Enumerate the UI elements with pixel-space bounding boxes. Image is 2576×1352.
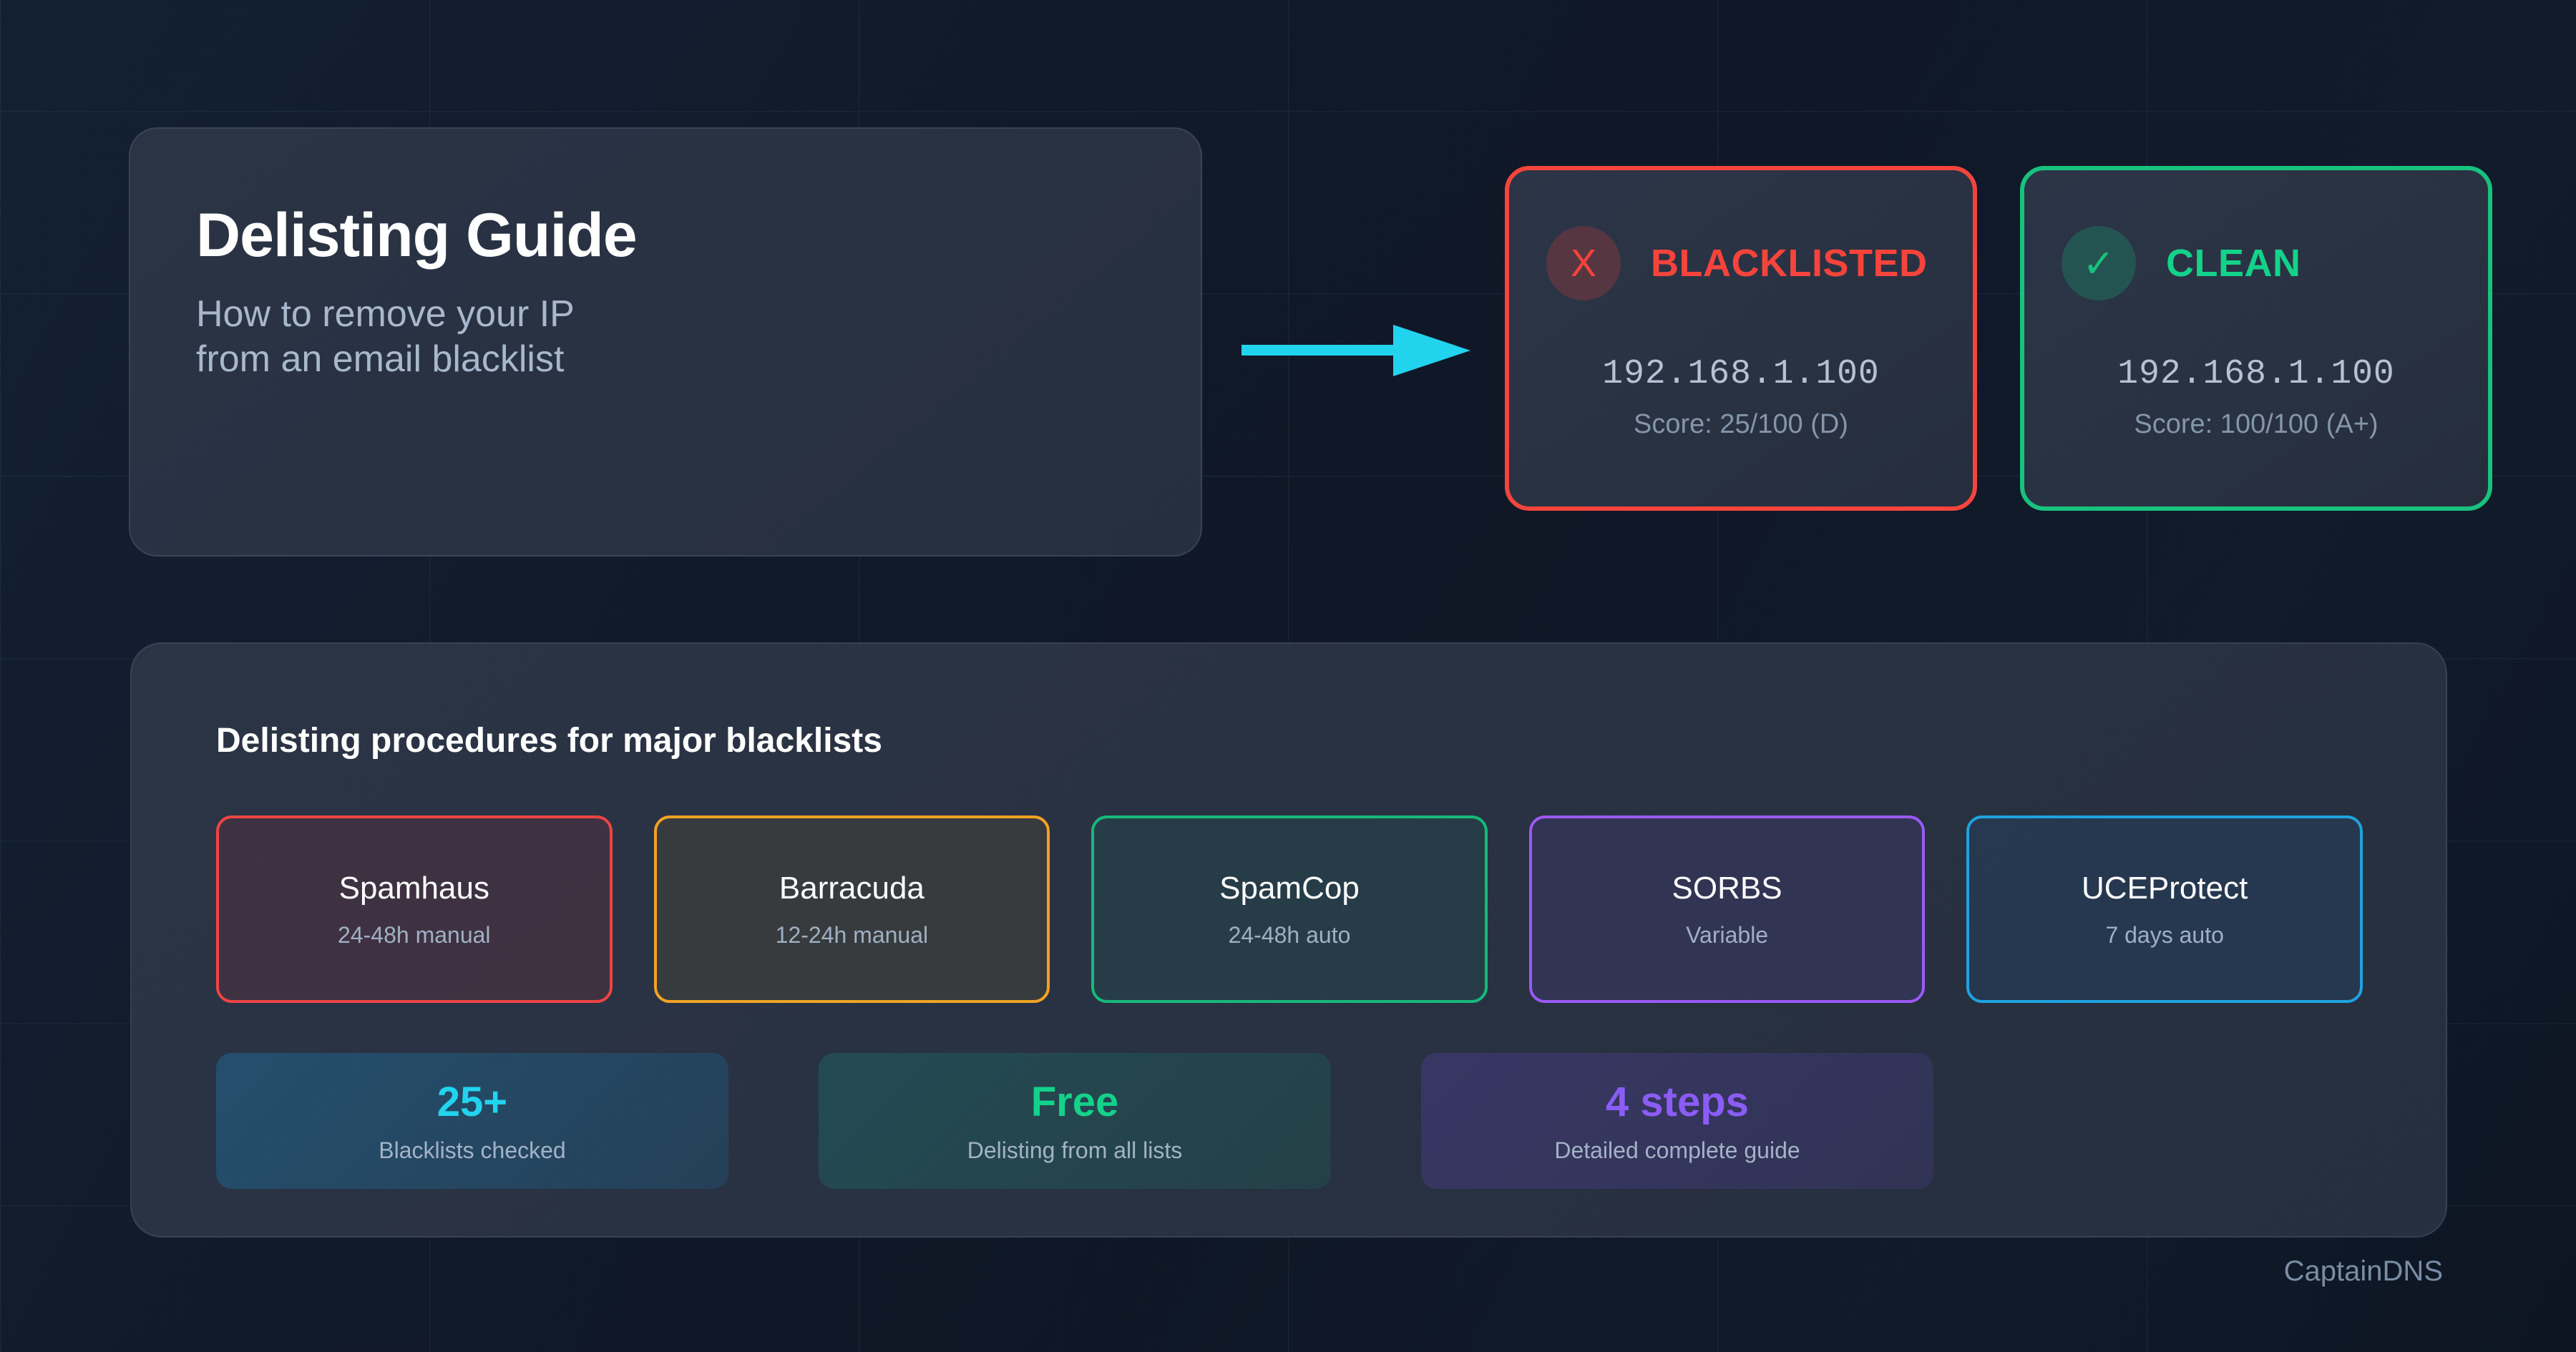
status-header-blacklisted: X BLACKLISTED [1546, 226, 1927, 300]
ip-address-clean: 192.168.1.100 [2117, 355, 2395, 393]
stat-card-free-delisting: Free Delisting from all lists [819, 1053, 1331, 1189]
provider-card-barracuda[interactable]: Barracuda 12-24h manual [653, 815, 1050, 1003]
page-title: Delisting Guide [196, 201, 638, 270]
score-clean: Score: 100/100 (A+) [2134, 409, 2379, 439]
stat-card-blacklists-checked: 25+ Blacklists checked [216, 1053, 728, 1189]
provider-card-row: Spamhaus 24-48h manual Barracuda 12-24h … [216, 815, 2363, 1003]
hero-subtitle-line-1: How to remove your IP [196, 293, 575, 335]
x-mark-icon: X [1546, 226, 1621, 300]
status-header-clean: ✓ CLEAN [2062, 226, 2301, 300]
provider-card-spamcop[interactable]: SpamCop 24-48h auto [1091, 815, 1488, 1003]
provider-time: Variable [1686, 921, 1769, 948]
section-heading: Delisting procedures for major blacklist… [216, 722, 882, 760]
stat-value: 4 steps [1606, 1079, 1749, 1125]
check-mark-icon: ✓ [2062, 226, 2136, 300]
ip-address-blacklisted: 192.168.1.100 [1602, 355, 1880, 393]
provider-card-sorbs[interactable]: SORBS Variable [1528, 815, 1926, 1003]
provider-time: 7 days auto [2105, 921, 2224, 948]
provider-time: 12-24h manual [775, 921, 929, 948]
provider-name: Barracuda [779, 870, 924, 906]
status-card-clean: ✓ CLEAN 192.168.1.100 Score: 100/100 (A+… [2020, 166, 2492, 511]
stat-label: Delisting from all lists [967, 1137, 1183, 1163]
hero-card: Delisting Guide How to remove your IP fr… [129, 127, 1202, 557]
stat-card-row: 25+ Blacklists checked Free Delisting fr… [216, 1053, 1933, 1189]
procedures-panel: Delisting procedures for major blacklist… [130, 642, 2447, 1238]
hero-subtitle-line-2: from an email blacklist [196, 338, 565, 381]
arrow-right-icon [1241, 325, 1470, 376]
provider-card-uceprotect[interactable]: UCEProtect 7 days auto [1966, 815, 2363, 1003]
status-badge: CLEAN [2166, 242, 2301, 285]
stat-value: 25+ [436, 1079, 508, 1125]
provider-name: SpamCop [1219, 870, 1360, 906]
provider-time: 24-48h auto [1228, 921, 1351, 948]
hero-subtitle: How to remove your IP from an email blac… [196, 292, 575, 383]
provider-name: Spamhaus [338, 870, 489, 906]
brand-watermark: CaptainDNS [2283, 1255, 2443, 1287]
stat-value: Free [1030, 1079, 1119, 1125]
provider-time: 24-48h manual [338, 921, 491, 948]
score-blacklisted: Score: 25/100 (D) [1634, 409, 1848, 439]
provider-name: UCEProtect [2082, 870, 2248, 906]
provider-card-spamhaus[interactable]: Spamhaus 24-48h manual [216, 815, 613, 1003]
status-badge: BLACKLISTED [1651, 242, 1928, 285]
stat-card-steps: 4 steps Detailed complete guide [1421, 1053, 1933, 1189]
status-card-blacklisted: X BLACKLISTED 192.168.1.100 Score: 25/10… [1505, 166, 1977, 511]
provider-name: SORBS [1672, 870, 1782, 906]
stat-label: Blacklists checked [379, 1137, 566, 1163]
stat-label: Detailed complete guide [1554, 1137, 1800, 1163]
